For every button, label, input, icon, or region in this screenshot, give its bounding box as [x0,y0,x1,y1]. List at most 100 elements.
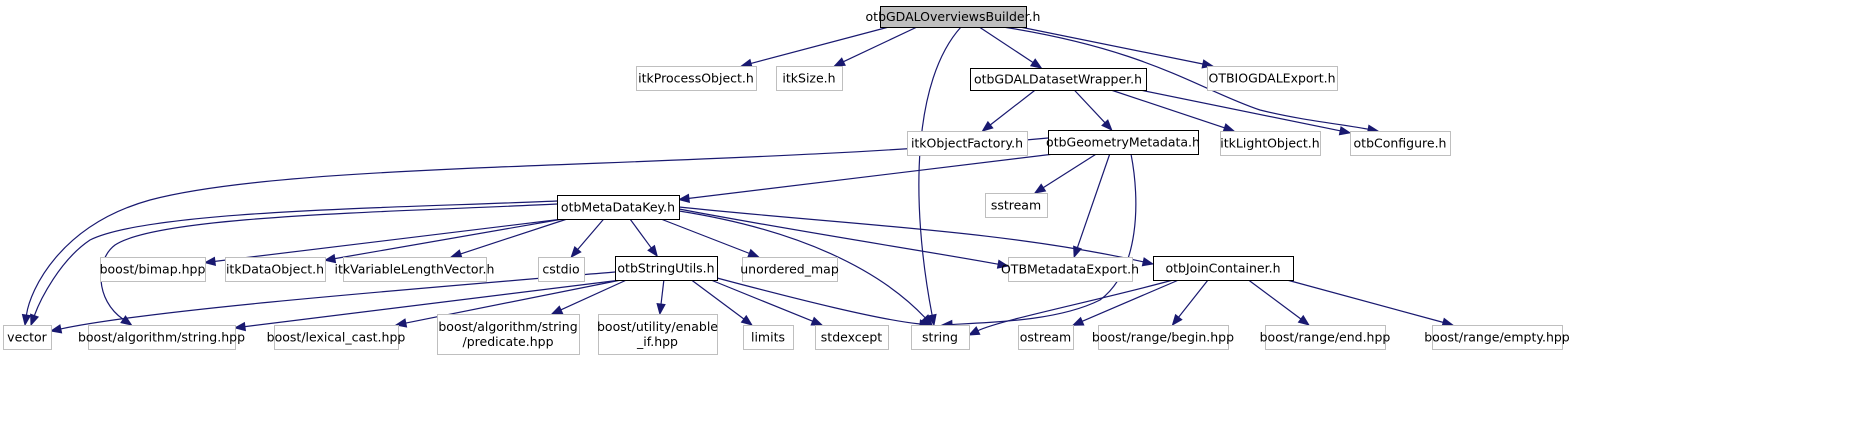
edge-line [560,279,627,311]
node-boostRangeEmpty: boost/range/empty.hpp [1424,325,1570,350]
edge-arrowhead [927,313,937,327]
edge-line [716,277,921,325]
edge-line [660,218,750,254]
edge-line [214,218,564,262]
node-label: ostream [1020,330,1071,345]
node-label: OTBIOGDALExport.h [1209,71,1336,86]
node-root[interactable]: otbGDALOverviewsBuilder.h [866,6,1041,28]
edge-line [977,279,1174,332]
node-label: itkLightObject.h [1220,136,1319,151]
node-box [1018,325,1074,350]
node-label: _if.hpp [636,334,678,349]
edge-root-to-string [918,26,962,327]
node-box [880,6,1027,28]
edge-arrowhead [833,57,846,67]
edge-arrowhead [49,324,63,334]
edge-line [244,279,622,328]
node-otbGeometryMetadata[interactable]: otbGeometryMetadata.h [1046,130,1200,155]
node-label: boost/range/end.hpp [1260,330,1391,345]
node-sstream: sstream [985,193,1048,218]
edge-otbStringUtils-to-boostEnableIf [656,279,666,316]
edge-line [1073,89,1106,124]
node-box [911,325,970,350]
edge-line [750,26,889,65]
edge-root-to-itkProcessObject [740,26,889,68]
edge-arrowhead [996,259,1010,269]
node-label: boost/lexical_cast.hpp [267,330,406,345]
edge-otbStringUtils-to-vector [49,271,616,334]
node-box [742,257,838,282]
node-box [776,66,843,91]
edge-arrowhead [1297,314,1310,326]
edge-arrowhead [747,248,760,258]
nodes-layer: otbGDALOverviewsBuilder.hitkProcessObjec… [3,6,1570,355]
edge-otbJoinContainer-to-ostream [1071,279,1179,326]
edge-arrowhead [120,315,133,326]
edge-arrowhead [1171,313,1183,327]
node-box [743,325,794,350]
edge-otbGeometryMetadata-to-string [940,153,1137,330]
node-box [615,256,718,281]
edge-line [678,206,1144,263]
edge-line [1019,26,1204,65]
node-box [985,193,1048,218]
edge-otbStringUtils-to-stdexcept [710,279,824,326]
node-box [100,257,206,282]
edge-otbMetaDataKey-to-OTBMetadataExport [678,208,1010,269]
node-box [1350,131,1451,156]
node-otbJoinContainer[interactable]: otbJoinContainer.h [1153,256,1294,281]
edge-otbMetaDataKey-to-vector [30,200,558,327]
edge-line [678,210,926,319]
edge-line [660,279,665,305]
node-box [1098,325,1229,350]
edge-line [918,26,962,316]
edge-otbStringUtils-to-boostPredicate [550,279,627,315]
edge-line [334,218,564,260]
node-itkSize: itkSize.h [776,66,843,91]
node-cstdio: cstdio [538,257,585,282]
node-limits: limits [743,325,794,350]
edge-otbMetaDataKey-to-cstdio [570,218,605,259]
edge-line [1076,153,1111,248]
edge-otbGeometryMetadata-to-vector [21,137,1049,327]
edge-arrowhead [810,316,824,326]
node-label: otbMetaDataKey.h [561,200,675,215]
edge-line [25,137,1049,316]
node-box [1220,131,1321,156]
node-unordered_map: unordered_map [740,257,839,282]
node-label: itkDataObject.h [226,262,324,277]
edge-line [1042,153,1097,189]
edge-line [33,200,558,316]
edge-line [710,279,813,322]
node-box [598,314,718,355]
node-box [1432,325,1563,350]
edge-otbMetaDataKey-to-itkDataObject [323,218,564,264]
edge-arrowhead [1029,58,1043,69]
node-otbMetaDataKey[interactable]: otbMetaDataKey.h [557,195,680,220]
node-itkObjectFactory: itkObjectFactory.h [907,131,1028,156]
edge-arrowhead [233,321,247,332]
edge-arrowhead [323,253,337,264]
edge-line [1002,26,1369,130]
edge-otbGDALDatasetWrapper-to-otbGeometryMetadata [1073,89,1113,131]
edge-otbGeometryMetadata-to-sstream [1033,153,1097,194]
node-label: boost/bimap.hpp [100,262,206,277]
edge-otbMetaDataKey-to-itkVariableLengthVector [449,218,568,259]
edge-line [1248,279,1302,320]
edge-arrowhead [740,314,753,326]
node-box [1008,257,1133,282]
node-itkLightObject: itkLightObject.h [1220,131,1321,156]
node-otbGDALDatasetWrapper[interactable]: otbGDALDatasetWrapper.h [970,68,1147,91]
edge-arrowhead [30,313,40,327]
node-label: cstdio [542,262,579,277]
edge-line [978,26,1034,63]
node-otbStringUtils[interactable]: otbStringUtils.h [615,256,718,281]
edge-arrowhead [1338,126,1352,136]
edge-line [1178,279,1209,318]
edge-line [1081,279,1179,322]
edge-otbGDALDatasetWrapper-to-otbConfigure [1139,89,1352,136]
node-boostBimap: boost/bimap.hpp [100,257,206,282]
node-box [274,325,399,350]
node-label: string [922,330,958,345]
